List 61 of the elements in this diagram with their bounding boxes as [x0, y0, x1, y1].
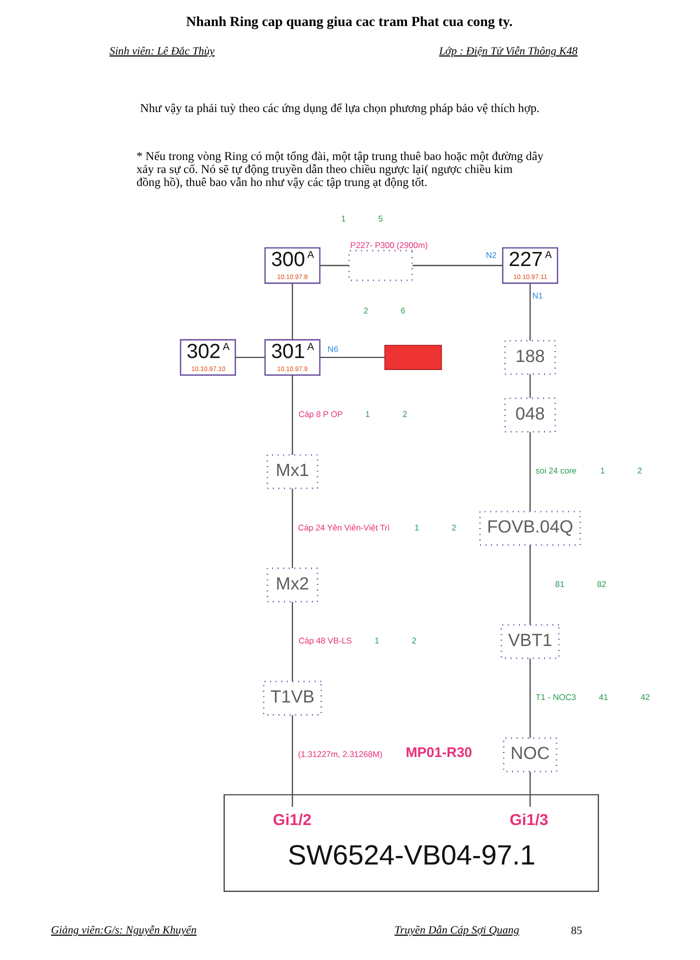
node-box: 048	[504, 398, 556, 432]
node-box: NOC	[502, 737, 558, 772]
label: 1	[600, 466, 605, 476]
edge-label: (1.31227m, 2.31268M)	[298, 748, 382, 759]
label: Giảng viên:G/s: Nguyễn Khuyến	[51, 924, 197, 937]
node-box: VBT1	[500, 624, 560, 659]
connector	[320, 264, 349, 266]
connector	[292, 715, 294, 807]
label: 2	[363, 306, 368, 316]
connector	[292, 488, 294, 568]
connector	[530, 432, 531, 512]
edge-label: Cáp 8 P OP	[298, 409, 343, 420]
connector	[292, 283, 294, 340]
label: 41	[598, 692, 608, 702]
connector	[292, 375, 294, 455]
diagram-title: Nhanh Ring cap quang giua cac tram Phat cua cong ty.	[186, 14, 513, 30]
node-box	[384, 344, 442, 370]
connector	[530, 545, 531, 625]
connector	[530, 283, 531, 341]
label: 1	[414, 522, 420, 532]
label: 2	[452, 522, 456, 532]
connector	[320, 356, 385, 358]
label: 1	[341, 214, 346, 224]
node-box: 188	[504, 340, 556, 375]
label: Như vậy ta phải tuỳ theo các ứng dụng để lựa chọn phương pháp bảo vệ thích hợp.	[140, 100, 540, 115]
label: 1	[365, 409, 370, 420]
label: MP01-R30	[406, 744, 472, 760]
node-box: Mx1	[266, 454, 318, 490]
node-label: P227- P300 (2900m)	[350, 240, 428, 250]
label: 5	[378, 214, 383, 224]
connector	[235, 356, 265, 358]
label: * Nếu trong vòng Ring có một tổng đài, một tập trung thuê bao hoặc một đường dây xảy ra sự cố. Nó sẽ tự động truyền dẫn theo chiều ngược lại( ngược chiều kim đồng hồ), thuê bao vẫn ho như vậy các tập trung ạt động tốt.	[136, 149, 544, 190]
connector	[412, 264, 503, 266]
label: 6	[400, 306, 406, 316]
label: Lớp : Điện Tử Viễn Thông K48	[439, 45, 578, 58]
label: 85	[570, 925, 582, 938]
node-box: T1VB	[262, 680, 322, 716]
node-box	[348, 250, 413, 282]
label: Sinh viên: Lê Đắc Thùy	[110, 45, 215, 58]
node-box: FOVB.04Q	[479, 510, 581, 546]
label: 2	[402, 409, 408, 420]
edge-label: Cáp 48 VB-LS	[298, 636, 352, 646]
edge-label: N2	[486, 250, 496, 260]
label: Truyền Dẫn Cáp Sợi Quang	[394, 924, 520, 937]
edge-label: Cáp 24 Yên Viên-Việt Trì	[298, 522, 390, 532]
label: 82	[596, 578, 606, 589]
label: 2	[637, 466, 642, 476]
connector	[530, 374, 531, 398]
label: 42	[640, 692, 650, 702]
edge-label: soi 24 core	[536, 466, 577, 476]
node-box: Gi1/2 Gi1/3 SW6524-VB04-97.1	[224, 794, 599, 892]
edge-label: N6	[328, 344, 338, 354]
label: 81	[555, 578, 564, 589]
edge-label: N1	[532, 290, 543, 300]
connector	[292, 602, 294, 682]
label: 1	[374, 636, 380, 646]
label: 2	[412, 636, 416, 646]
node-box: Mx2	[266, 567, 318, 602]
connector	[530, 772, 531, 807]
connector	[530, 658, 531, 738]
edge-label: T1 - NOC3	[536, 692, 576, 702]
